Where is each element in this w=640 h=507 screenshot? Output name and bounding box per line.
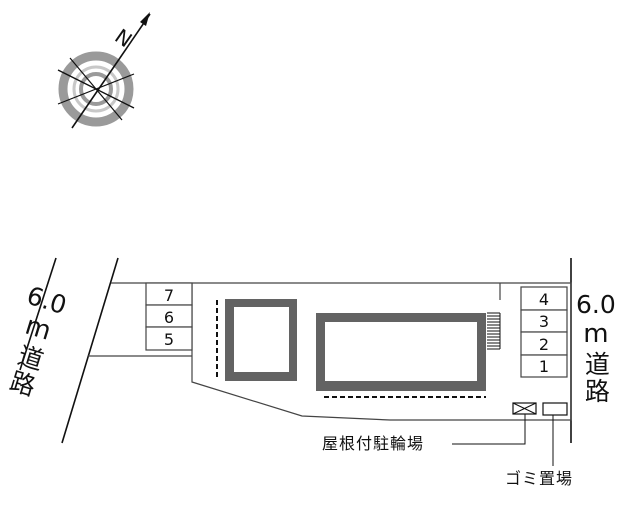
building-a: [216, 299, 297, 381]
west-road-edge-outer: [19, 257, 57, 371]
stair-icon: [487, 312, 501, 350]
garbage-area-label: ゴミ置場: [505, 469, 574, 488]
bicycle-parking-symbol: [452, 402, 537, 445]
stall-number: 7: [164, 286, 174, 305]
east-parking: 4 3 2 1: [520, 286, 568, 378]
road-name: 道路: [3, 340, 48, 401]
stall-number: 3: [539, 312, 549, 331]
road-width-unit: m: [583, 319, 609, 349]
west-road-edge-inner: [61, 257, 119, 444]
stall-number: 5: [164, 330, 174, 349]
west-parking: 7 6 5: [145, 282, 193, 351]
bicycle-parking-label: 屋根付駐輪場: [322, 434, 425, 453]
parking-stall: [145, 326, 193, 351]
stall-number: 2: [539, 335, 549, 354]
stall-number: 6: [164, 308, 174, 327]
parking-stall: [520, 354, 568, 378]
building-b: [316, 312, 501, 398]
stall-number: 4: [539, 290, 549, 309]
road-width: 6.0: [576, 290, 616, 319]
stall-number: 1: [539, 357, 549, 376]
garbage-area-symbol: [542, 402, 568, 466]
road-name: 道路: [581, 351, 611, 405]
compass-icon: [57, 12, 151, 129]
east-road-label: 6.0 m 道路: [576, 292, 616, 405]
